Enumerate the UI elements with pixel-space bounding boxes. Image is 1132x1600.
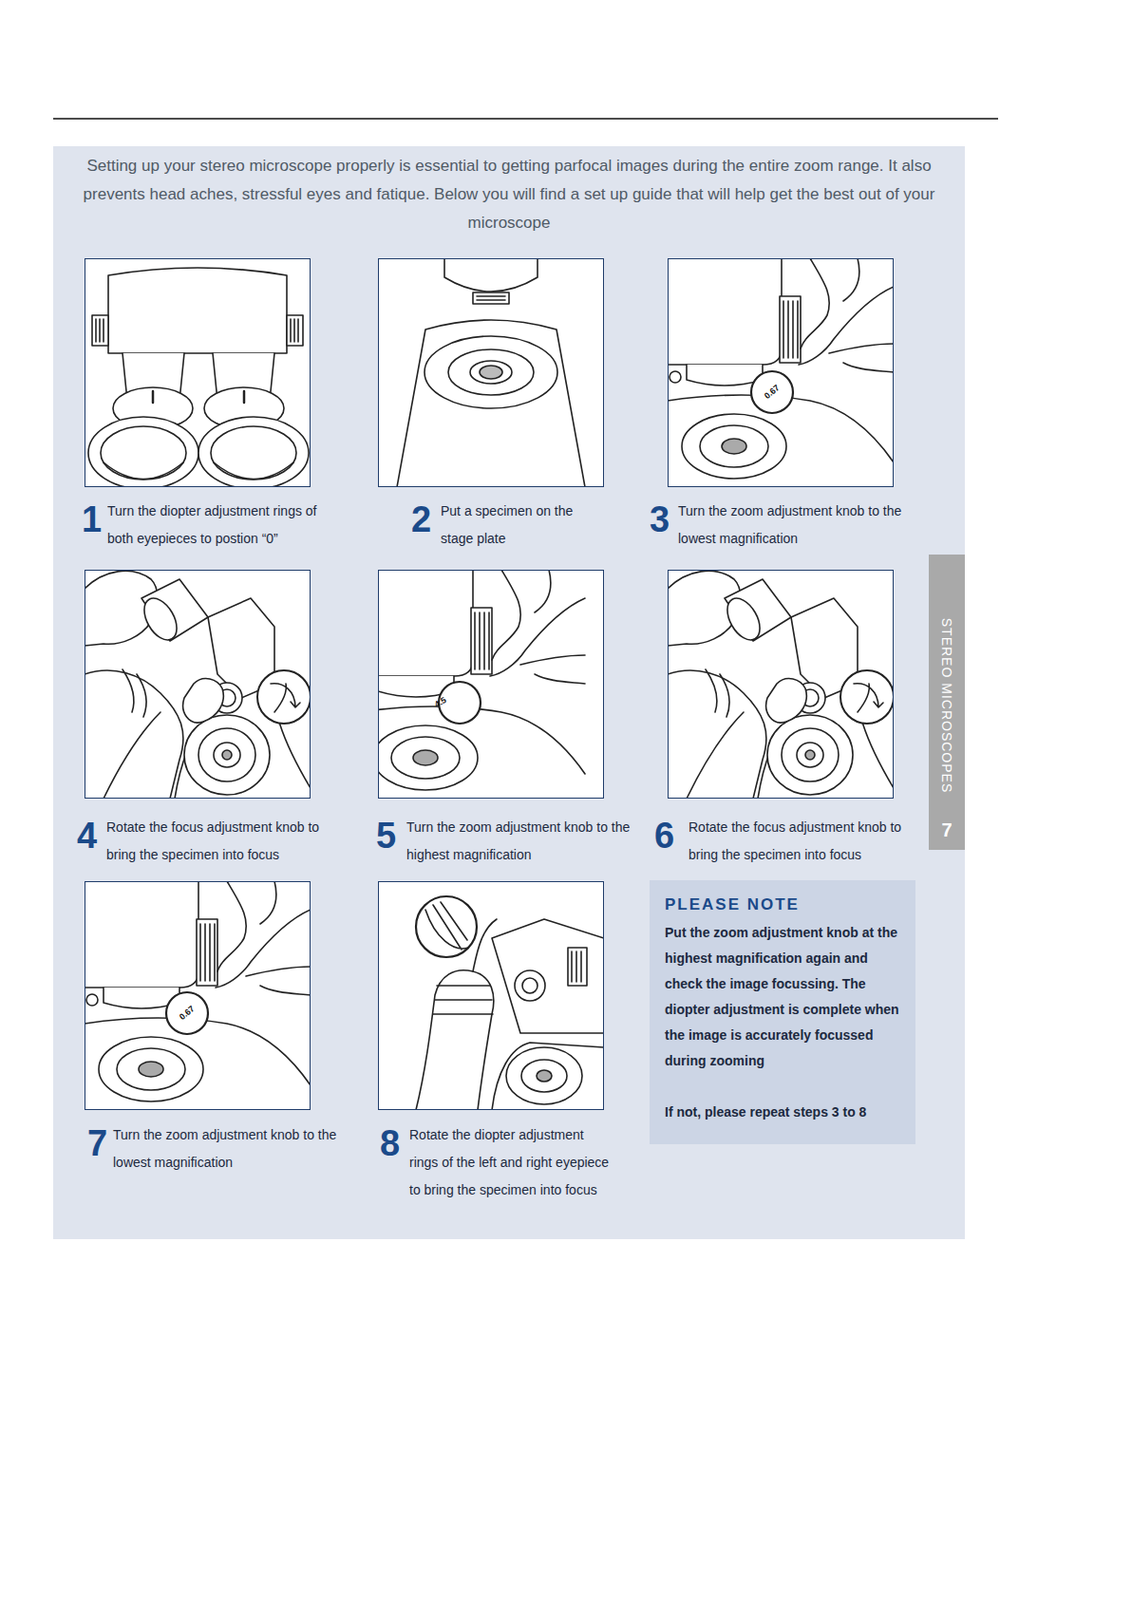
step-frame [667,569,894,799]
step-frame [84,881,311,1111]
dial-marking: 0.67 [762,383,781,401]
eyepiece-drawing [84,258,311,488]
top-rule [53,117,999,120]
step-caption: Turn the zoom adjustment knob to the low… [113,1121,351,1177]
step-frame [84,258,311,488]
section-name: STEREO MICROSCOPES [939,618,955,793]
step-panel: 7Turn the zoom adjustment knob to the lo… [84,881,311,1177]
zoom-drawing [667,258,894,488]
dial-marking: 0.67 [177,1004,196,1022]
step-caption: Put a specimen on the stage plate [440,497,584,553]
step-panel: 6Rotate the focus adjustment knob to bri… [667,569,894,869]
step-number: 7 [87,1125,108,1162]
step-caption: Rotate the focus adjustment knob to brin… [688,813,917,869]
step-frame [84,569,311,799]
step-caption: Turn the zoom adjustment knob to the low… [678,497,916,553]
zoom-drawing [84,881,311,1111]
note-box: PLEASE NOTE Put the zoom adjustment knob … [649,880,916,1145]
step-caption: Turn the zoom adjustment knob to the hig… [406,813,659,869]
step-number: 6 [654,817,675,854]
step-frame [377,258,604,488]
step-caption: Rotate the diopter adjustment rings of t… [409,1121,614,1205]
step-panel: 1Turn the diopter adjustment rings of bo… [84,258,311,553]
stage-drawing [377,258,604,488]
dial-marking: 4.5 [433,696,448,710]
step-panel: 3Turn the zoom adjustment knob to the lo… [667,258,894,553]
step-number: 3 [649,501,670,538]
intro-text: Setting up your stereo microscope proper… [81,151,937,238]
step-panel: 2Put a specimen on the stage plate [377,258,604,553]
step-panel: 4Rotate the focus adjustment knob to bri… [84,569,311,869]
focus-drawing [667,569,894,799]
focus-drawing [84,569,311,799]
note-body: Put the zoom adjustment knob at the high… [664,920,901,1075]
panel-ground [53,146,965,1240]
step-panel: 5Turn the zoom adjustment knob to the hi… [377,569,604,869]
diopter-drawing [377,881,604,1111]
step-number: 8 [379,1125,400,1162]
step-number: 5 [376,817,397,854]
step-caption: Rotate the focus adjustment knob to brin… [106,813,344,869]
step-caption: Turn the diopter adjustment rings of bot… [107,497,345,553]
step-number: 4 [76,817,97,854]
step-panel: 8Rotate the diopter adjustment rings of … [377,881,604,1205]
page-number: 7 [928,820,965,840]
step-frame [667,258,894,488]
note-heading: PLEASE NOTE [664,895,901,915]
step-frame [377,881,604,1111]
side-tab: STEREO MICROSCOPES 7 [928,554,965,850]
zoom-drawing [377,569,604,799]
step-number: 2 [411,501,432,538]
note-footer: If not, please repeat steps 3 to 8 [664,1099,901,1126]
step-frame [377,569,604,799]
step-number: 1 [81,501,102,538]
panel: Setting up your stereo microscope proper… [53,146,965,1240]
